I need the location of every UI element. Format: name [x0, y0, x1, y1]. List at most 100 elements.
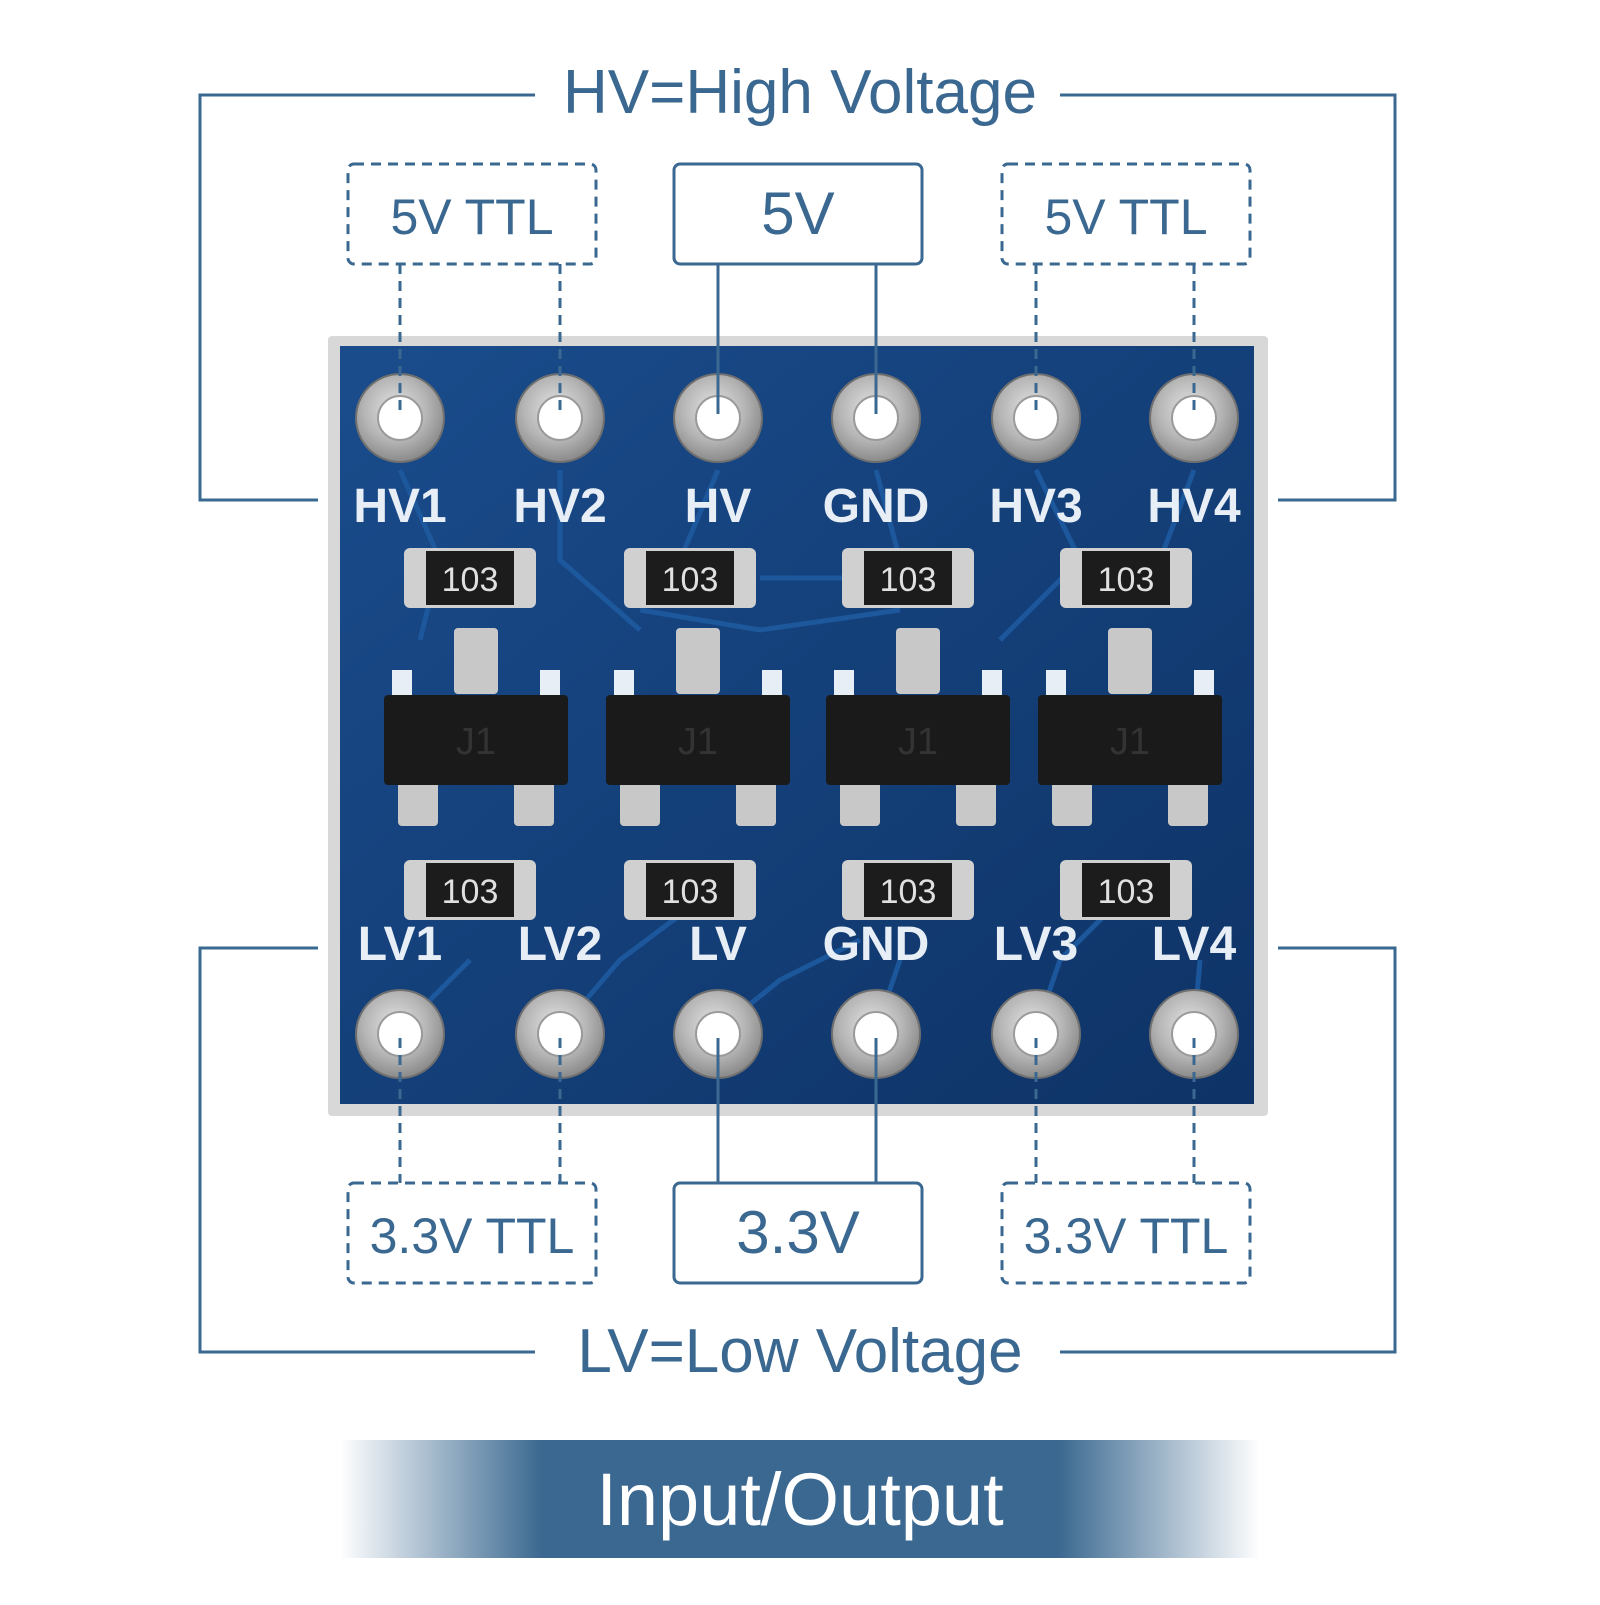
io-banner — [340, 1440, 1260, 1558]
resistor-body — [1082, 551, 1170, 605]
top-voltage-boxes: 5V TTL 5V 5V TTL — [346, 162, 1252, 266]
resistor-top-2: 103 — [624, 548, 756, 608]
resistor-marking: 103 — [1098, 561, 1155, 599]
resistor-body — [426, 863, 514, 917]
transistor-marking: J1 — [678, 721, 718, 763]
resistor-marking: 103 — [662, 561, 719, 599]
pin-hole — [1013, 1011, 1059, 1057]
transistor-body — [384, 695, 568, 785]
transistor-pin — [1108, 628, 1152, 694]
hv-bracket-left — [198, 93, 535, 502]
transistor-body — [606, 695, 790, 785]
bottom-box-3 — [1000, 1181, 1252, 1285]
transistor-pin — [398, 776, 438, 826]
transistor-marking: J1 — [456, 721, 496, 763]
transistor-pin — [956, 776, 996, 826]
pin-hole — [537, 395, 583, 441]
pin-bottom-6: LV4 — [1149, 918, 1239, 1079]
pin-label-bottom-3: LV — [689, 918, 747, 971]
resistor-marking: 103 — [880, 873, 937, 911]
resistor-body — [646, 551, 734, 605]
top-box-label-3: 5V TTL — [1044, 189, 1207, 245]
hv-title: HV=High Voltage — [563, 58, 1037, 127]
voltage-brackets — [198, 93, 1397, 1354]
pin-label-bottom-6: LV4 — [1152, 918, 1237, 971]
transistor-pin — [620, 776, 660, 826]
resistor-top-3: 103 — [842, 548, 974, 608]
pin-bottom-4: GND — [823, 918, 930, 1079]
transistor-body — [826, 695, 1010, 785]
pin-label-bottom-2: LV2 — [518, 918, 602, 971]
transistor-3: J1 — [826, 628, 1010, 826]
top-box-label-1: 5V TTL — [390, 189, 553, 245]
lv-bracket-right — [1060, 946, 1397, 1354]
transistor-marking: J1 — [1110, 721, 1150, 763]
transistor-4: J1 — [1038, 628, 1222, 826]
transistor-marking: J1 — [898, 721, 938, 763]
pin-hole — [377, 395, 423, 441]
resistor-marking: 103 — [442, 873, 499, 911]
pin-label-top-1: HV1 — [353, 480, 446, 533]
transistor-pin — [454, 628, 498, 694]
pin-label-bottom-5: LV3 — [994, 918, 1078, 971]
pin-top-3: HV — [673, 373, 763, 533]
resistor-bottom-4: 103 — [1060, 860, 1192, 920]
pin-top-6: HV4 — [1147, 373, 1241, 533]
top-box-3 — [1000, 162, 1252, 266]
resistor-top-1: 103 — [404, 548, 536, 608]
resistor-marking: 103 — [880, 561, 937, 599]
pin-label-top-6: HV4 — [1147, 480, 1241, 533]
resistor-marking: 103 — [442, 561, 499, 599]
trace-4 — [873, 469, 903, 561]
bottom-box-label-3: 3.3V TTL — [1024, 1208, 1229, 1264]
pin-label-top-2: HV2 — [513, 480, 606, 533]
resistor-body — [864, 863, 952, 917]
pin-top-5: HV3 — [989, 373, 1083, 533]
pin-label-top-3: HV — [685, 480, 752, 533]
pin-label-bottom-4: GND — [823, 918, 930, 971]
resistor-top-4: 103 — [1060, 548, 1192, 608]
trace-14 — [639, 607, 901, 633]
pin-hole — [537, 1011, 583, 1057]
transistor-pin — [676, 628, 720, 694]
lv-title: LV=Low Voltage — [577, 1317, 1022, 1386]
pin-label-top-4: GND — [823, 480, 930, 533]
top-box-label-2: 5V — [761, 180, 834, 247]
pin-bottom-1: LV1 — [355, 918, 445, 1079]
bottom-voltage-boxes: 3.3V TTL 3.3V 3.3V TTL — [346, 1181, 1252, 1285]
resistor-marking: 103 — [1098, 873, 1155, 911]
pin-top-2: HV2 — [513, 373, 607, 533]
transistor-body — [1038, 695, 1222, 785]
transistor-pin — [1168, 776, 1208, 826]
pin-label-top-5: HV3 — [989, 480, 1082, 533]
top-box-1 — [346, 162, 598, 266]
pin-bottom-5: LV3 — [991, 918, 1081, 1079]
pin-hole — [1171, 395, 1217, 441]
trace-2 — [557, 470, 642, 632]
transistor-2: J1 — [606, 628, 790, 826]
transistor-pin — [840, 776, 880, 826]
bottom-box-label-2: 3.3V — [736, 1199, 859, 1266]
transistor-pin — [514, 776, 554, 826]
trace-6 — [1157, 469, 1197, 561]
resistor-body — [864, 551, 952, 605]
bottom-box-label-1: 3.3V TTL — [370, 1208, 575, 1264]
resistor-body — [1082, 863, 1170, 917]
lv-bracket-left — [198, 946, 535, 1354]
pin-bottom-3: LV — [673, 918, 763, 1079]
transistor-1: J1 — [384, 628, 568, 826]
top-box-2 — [672, 162, 924, 266]
pin-hole — [1171, 1011, 1217, 1057]
trace-3 — [677, 469, 721, 561]
hv-bracket-right — [1060, 93, 1397, 502]
bottom-box-1 — [346, 1181, 598, 1285]
resistor-marking: 103 — [662, 873, 719, 911]
pin-top-1: HV1 — [353, 373, 447, 533]
bottom-box-2 — [672, 1181, 924, 1285]
pin-hole — [1013, 395, 1059, 441]
pin-bottom-2: LV2 — [515, 918, 605, 1079]
transistor-pin — [1052, 776, 1092, 826]
